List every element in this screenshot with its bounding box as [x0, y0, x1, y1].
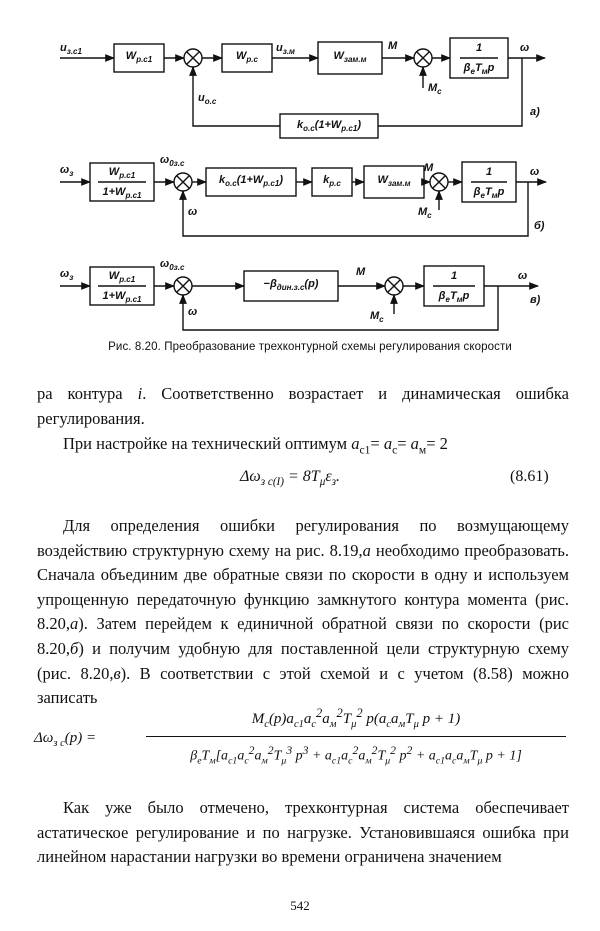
equation-8-61-expression: Δωз с(I) = 8Tμεз. [240, 468, 341, 489]
label-b-block2: kо.с(1+Wр.с1) [219, 174, 283, 189]
label-a-feedback-signal: uо.с [198, 92, 217, 106]
label-a-feedback-block: kо.с(1+Wр.с1) [297, 119, 361, 134]
label-a-uzm: uз.м [276, 42, 295, 56]
label-b-block1-num: Wр.с1 [108, 166, 136, 181]
label-c-disturbance: Mс [370, 310, 384, 324]
label-c-tag: в) [530, 294, 541, 306]
label-a-m: M [388, 40, 398, 52]
label-b-feedback-signal: ω [188, 206, 198, 218]
label-c-plant-den: βеTмp [438, 290, 470, 305]
label-a-plant-num: 1 [475, 42, 483, 54]
paragraph-3: Для определения ошибки регулирования по … [37, 516, 569, 708]
label-b-tag: б) [534, 220, 545, 232]
label-b-plant-den: βеTмp [473, 186, 505, 201]
label-b-m: M [424, 162, 434, 174]
label-c-w0: ω0з.с [160, 258, 185, 272]
paragraph-2: При настройке на технический оптимум aс1… [63, 434, 448, 457]
label-b-w0: ω0з.с [160, 154, 185, 168]
label-a-block2: Wр.с [236, 50, 258, 65]
diagram-b [60, 161, 547, 237]
paragraph-1: ра контура i. Соответственно возрастает … [37, 384, 569, 428]
block-diagram-figure: uз.с1 Wр.с1 Wр.с uз.м Wзам.м M 1 βеTмp ω… [60, 37, 547, 331]
label-a-tag: а) [530, 106, 540, 118]
label-c-block1-den: 1+Wр.с1 [102, 290, 142, 305]
label-b-output: ω [530, 166, 540, 178]
eq2-lhs: Δωз с(p) = [34, 730, 97, 749]
diagram-labels: uз.с1 Wр.с1 Wр.с uз.м Wзам.м M 1 βеTмp ω… [60, 40, 545, 324]
label-b-block1-den: 1+Wр.с1 [102, 186, 142, 201]
diagram-a [60, 37, 546, 139]
eq2-denominator: βеTм[aс1aс2aм2Tμ3 p3 + aс1aс2aм2Tμ2 p2 +… [190, 744, 522, 767]
figure-caption: Рис. 8.20. Преобразование трехконтурной … [108, 341, 512, 353]
label-c-m: M [356, 266, 366, 278]
label-c-block2: −βдин.з.с(p) [263, 278, 319, 293]
label-b-input: ωз [60, 164, 74, 178]
label-c-plant-num: 1 [450, 270, 458, 282]
label-c-feedback-signal: ω [188, 306, 198, 318]
label-a-output: ω [520, 42, 530, 54]
label-b-block4: Wзам.м [377, 174, 411, 189]
label-b-disturbance: Mс [418, 206, 432, 220]
label-a-block1: Wр.с1 [125, 50, 153, 65]
diagram-c [60, 265, 539, 331]
label-c-input: ωз [60, 268, 74, 282]
eq2-numerator: Mс(p)aс1aс2aм2Tμ2 p(aсaмTμ p + 1) [251, 706, 461, 730]
label-a-block3: Wзам.м [333, 50, 367, 65]
label-a-disturbance: Mс [428, 82, 442, 96]
label-a-plant-den: βеTмp [463, 62, 495, 77]
eq2-fraction-bar [146, 736, 566, 737]
page-number: 542 [290, 898, 310, 913]
label-c-output: ω [518, 270, 528, 282]
label-a-input: uз.с1 [60, 42, 82, 56]
equation-disturbance-error: Δωз с(p) = Mс(p)aс1aс2aм2Tμ2 p(aсaмTμ p … [34, 700, 574, 780]
equation-8-61: Δωз с(I) = 8Tμεз. (8.61) [0, 468, 600, 496]
label-c-block1-num: Wр.с1 [108, 270, 136, 285]
label-b-block3: kр.с [323, 174, 341, 189]
equation-8-61-number: (8.61) [510, 468, 549, 485]
label-b-plant-num: 1 [485, 166, 493, 178]
paragraph-4: Как уже было отмечено, трехконтурная сис… [37, 798, 569, 867]
